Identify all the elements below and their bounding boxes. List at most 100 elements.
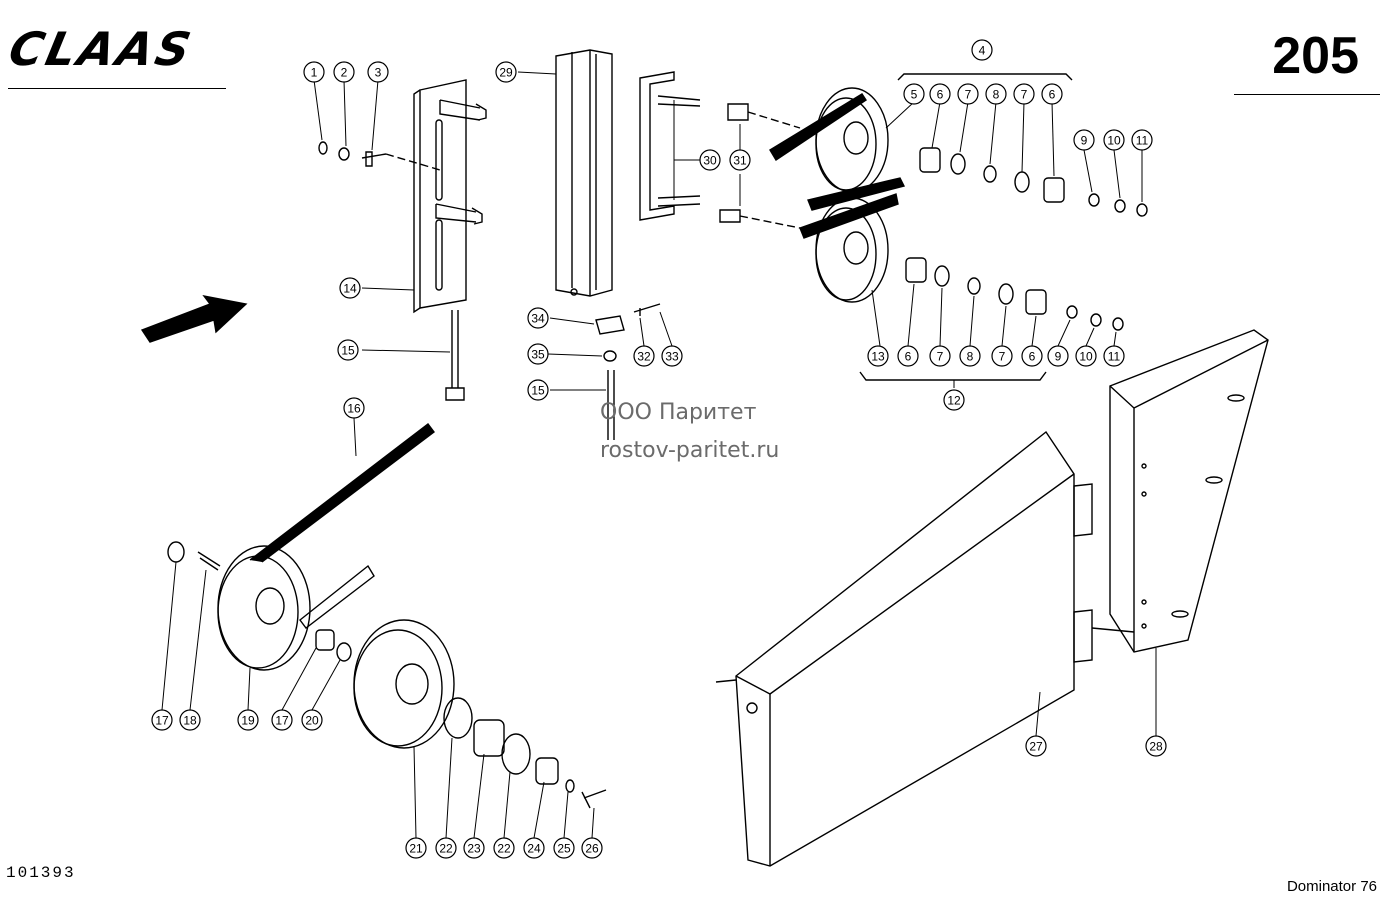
callout-label: 34: [531, 312, 545, 326]
header-rule-right: [1234, 94, 1380, 95]
callout-circle: [527, 343, 549, 365]
watermark-url: rostov-paritet.ru: [600, 438, 780, 463]
callout-label: 19: [241, 714, 255, 728]
callout-circle: [929, 345, 951, 367]
part-callout-25: 25: [553, 837, 575, 859]
part-callout-28: 28: [1145, 735, 1167, 757]
callout-label: 7: [1021, 88, 1028, 102]
callout-label: 22: [497, 842, 511, 856]
callout-circle: [333, 61, 355, 83]
callout-circle: [463, 837, 485, 859]
callout-circle: [271, 709, 293, 731]
callout-label: 22: [439, 842, 453, 856]
part-callout-7: 7: [957, 83, 979, 105]
callout-label: 29: [499, 66, 513, 80]
callout-label: 32: [637, 350, 651, 364]
callout-circle: [897, 345, 919, 367]
callout-label: 12: [947, 394, 961, 408]
callout-circle: [337, 339, 359, 361]
part-callout-20: 20: [301, 709, 323, 731]
callout-label: 24: [527, 842, 541, 856]
callout-label: 8: [967, 350, 974, 364]
callout-label: 9: [1055, 350, 1062, 364]
callout-circle: [957, 83, 979, 105]
part-callout-18: 18: [179, 709, 201, 731]
callout-label: 18: [183, 714, 197, 728]
part-callout-22: 22: [493, 837, 515, 859]
model-name: Dominator 76: [1286, 878, 1377, 895]
callout-circle: [903, 83, 925, 105]
callout-label: 13: [871, 350, 885, 364]
callout-circle: [553, 837, 575, 859]
callout-circle: [929, 83, 951, 105]
callout-circle: [303, 61, 325, 83]
callout-label: 15: [531, 384, 545, 398]
callout-label: 2: [341, 66, 348, 80]
callout-label: 6: [1049, 88, 1056, 102]
part-callout-14: 14: [339, 277, 361, 299]
callout-circle: [367, 61, 389, 83]
part-callout-13: 13: [867, 345, 889, 367]
part-callout-2: 2: [333, 61, 355, 83]
callout-circle: [339, 277, 361, 299]
part-callout-16: 16: [343, 397, 365, 419]
callout-label: 16: [347, 402, 361, 416]
callout-circle: [1075, 345, 1097, 367]
callout-circle: [151, 709, 173, 731]
callout-label: 17: [155, 714, 169, 728]
part-callout-7: 7: [929, 345, 951, 367]
callout-label: 17: [275, 714, 289, 728]
callout-circle: [435, 837, 457, 859]
callout-label: 25: [557, 842, 571, 856]
part-callout-21: 21: [405, 837, 427, 859]
callout-label: 6: [905, 350, 912, 364]
callout-label: 23: [467, 842, 481, 856]
callout-circle: [959, 345, 981, 367]
watermark-company: ООО Паритет: [600, 400, 757, 425]
part-callout-23: 23: [463, 837, 485, 859]
callout-label: 3: [375, 66, 382, 80]
part-callout-7: 7: [991, 345, 1013, 367]
callout-label: 20: [305, 714, 319, 728]
callout-label: 10: [1079, 350, 1093, 364]
callout-label: 21: [409, 842, 423, 856]
part-callout-27: 27: [1025, 735, 1047, 757]
part-callout-15: 15: [337, 339, 359, 361]
document-number: 101393: [6, 864, 76, 882]
callout-circle: [1013, 83, 1035, 105]
callout-label: 4: [979, 44, 986, 58]
part-callout-17: 17: [151, 709, 173, 731]
part-callout-3: 3: [367, 61, 389, 83]
part-callout-35: 35: [527, 343, 549, 365]
part-callout-9: 9: [1047, 345, 1069, 367]
callout-label: 30: [703, 154, 717, 168]
callout-circle: [493, 837, 515, 859]
guard-cover-part: [715, 430, 1093, 867]
callout-circle: [1025, 735, 1047, 757]
part-callout-10: 10: [1075, 345, 1097, 367]
callout-label: 33: [665, 350, 679, 364]
part-callout-6: 6: [897, 345, 919, 367]
callout-circle: [527, 307, 549, 329]
upper-pulley-part: [769, 87, 906, 211]
callout-label: 6: [937, 88, 944, 102]
part-callout-19: 19: [237, 709, 259, 731]
callout-label: 28: [1149, 740, 1163, 754]
callout-label: 7: [999, 350, 1006, 364]
callout-circle: [991, 345, 1013, 367]
callout-circle: [1103, 345, 1125, 367]
callout-label: 15: [341, 344, 355, 358]
callout-circle: [1145, 735, 1167, 757]
callout-label: 5: [911, 88, 918, 102]
callout-circle: [971, 39, 993, 61]
callout-label: 35: [531, 348, 545, 362]
callout-circle: [729, 149, 751, 171]
part-callout-6: 6: [929, 83, 951, 105]
part-callout-10: 10: [1103, 129, 1125, 151]
part-callout-26: 26: [581, 837, 603, 859]
callout-circle: [661, 345, 683, 367]
part-callout-34: 34: [527, 307, 549, 329]
callout-label: 31: [733, 154, 747, 168]
callout-circle: [301, 709, 323, 731]
